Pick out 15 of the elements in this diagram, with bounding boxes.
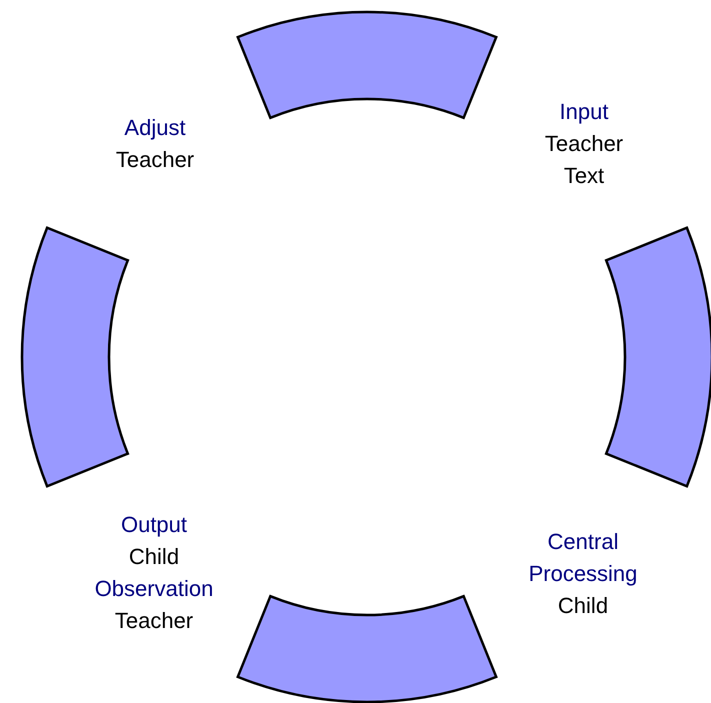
role-label: Child	[128, 543, 180, 571]
stage-label: Adjust	[124, 114, 186, 142]
role-label: Child	[558, 592, 608, 620]
stage-label: Central Processing	[528, 528, 638, 588]
arc-segment	[20, 226, 130, 488]
role-label: Teacher	[116, 146, 194, 174]
stage-label: Input	[560, 98, 608, 126]
role-label: Text	[564, 162, 604, 190]
arc-segment	[604, 226, 711, 488]
role-label: Teacher	[114, 607, 194, 635]
arc-segment	[236, 594, 498, 703]
stage-label: Observation	[94, 575, 214, 603]
stage-label: Output	[120, 511, 188, 539]
arc-segment	[236, 10, 498, 120]
role-label: Teacher	[544, 130, 624, 158]
